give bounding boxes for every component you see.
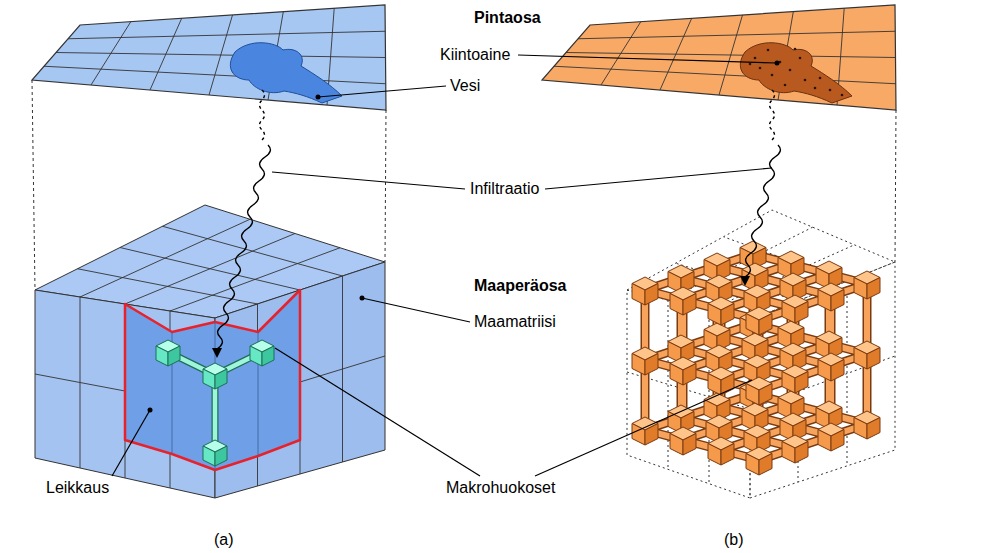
part-label: Maamatriisi	[474, 313, 556, 331]
process-label: Infiltraatio	[470, 180, 539, 198]
panel-label: (a)	[214, 531, 234, 549]
part-label: Makrohuokoset	[446, 479, 555, 497]
part-label: Leikkaus	[46, 479, 109, 497]
cut-section	[125, 290, 300, 470]
macropore-lattice	[632, 241, 880, 475]
part-label: Kiintoaine	[440, 46, 510, 64]
heading-label: Maaperäosa	[474, 277, 567, 295]
surface-sheet-a	[32, 5, 386, 110]
heading-label: Pintaosa	[474, 9, 541, 27]
soil-block-a	[35, 205, 385, 498]
infiltration-path	[217, 90, 780, 349]
panel-label: (b)	[724, 531, 744, 549]
soil-block-b	[627, 210, 895, 498]
leader-lines	[112, 55, 777, 476]
arrow-head	[212, 348, 222, 358]
leader-dots	[148, 61, 780, 413]
arrow-head	[740, 276, 750, 286]
part-label: Vesi	[450, 77, 480, 95]
